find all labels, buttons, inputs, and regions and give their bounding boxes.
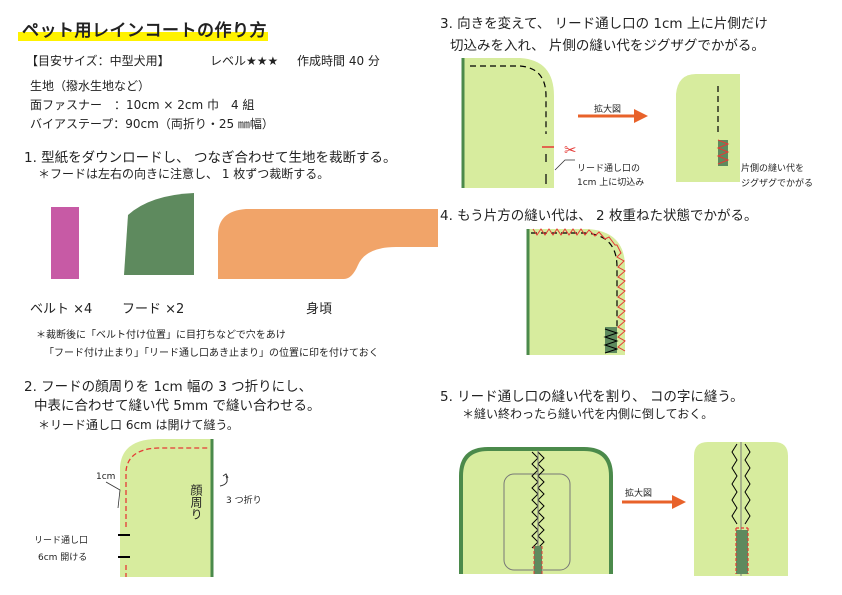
- label-fold: 3 つ折り: [226, 496, 262, 506]
- title-highlight: [18, 32, 268, 41]
- step3-heading-2: 切込みを入れ、 片側の縫い代をジグザグでかがる。: [450, 38, 765, 54]
- hood-face-figure: [118, 439, 214, 577]
- body-label: 身頃: [306, 302, 333, 317]
- step1-note2: ＊裁断後に「ベルト付け位置」に目打ちなどで穴をあけ: [36, 330, 286, 341]
- belt-piece: [51, 207, 79, 279]
- body-piece: [218, 209, 438, 279]
- step4-heading: 4. もう片方の縫い代は、 2 枚重ねた状態でかがる。: [440, 208, 758, 224]
- zigzag-label-1: 片側の縫い代を: [741, 164, 805, 174]
- label-face: 顔周り: [189, 484, 203, 520]
- label-1cm: 1cm: [96, 472, 116, 482]
- material-fabric: 生地（撥水生地など）: [30, 79, 151, 93]
- scissors-icon: ✂: [564, 141, 577, 159]
- zoom-label-step5: 拡大図: [625, 489, 653, 499]
- cut-leader: [554, 159, 575, 171]
- step1-note: ＊フードは左右の向きに注意し、 1 枚ずつ裁断する。: [38, 167, 330, 181]
- arrow-right-icon-2: [622, 495, 686, 509]
- page-title: ペット用レインコートの作り方: [22, 21, 267, 41]
- material-velcro: 面ファスナー ：10cm × 2cm 巾 4 組: [30, 98, 255, 112]
- curl-arrow-icon: [219, 473, 229, 487]
- zoom-label-step3: 拡大図: [594, 105, 622, 115]
- 1cm-leader: [105, 481, 121, 509]
- belt-label: ベルト ×4: [30, 302, 93, 317]
- step2-heading-1: 2. フードの顔周りを 1cm 幅の 3 つ折りにし、: [24, 379, 313, 395]
- hood-label: フード ×2: [122, 302, 185, 317]
- step5-zoom-figure: [694, 442, 788, 576]
- cut-label-2: 1cm 上に切込み: [577, 178, 645, 188]
- label-lead-opening: リード通し口: [34, 536, 89, 546]
- step5-heading: 5. リード通し口の縫い代を割り、 コの字に縫う。: [440, 389, 744, 405]
- step4-figure: [526, 228, 626, 355]
- step3-main-figure: [461, 58, 554, 188]
- level-label: レベル★★★: [210, 54, 279, 68]
- arrow-right-icon: [578, 109, 648, 123]
- step5-note: ＊縫い終わったら縫い代を内側に倒しておく。: [462, 407, 714, 421]
- step1-heading: 1. 型紙をダウンロードし、 つなぎ合わせて生地を裁断する。: [24, 150, 397, 166]
- step1-note3: 「フード付け止まり」「リード通し口あき止まり」の位置に印を付けておく: [44, 348, 379, 359]
- material-bias-tape: バイアステープ：90cm（両折り・25 ㎜幅）: [30, 117, 274, 131]
- step3-zoom-figure: [676, 74, 740, 182]
- hood-piece: [124, 193, 194, 275]
- cut-label-1: リード通し口の: [577, 164, 641, 174]
- time-label: 作成時間 40 分: [297, 54, 380, 68]
- step5-main-figure: [459, 447, 613, 574]
- step2-note: ＊リード通し口 6cm は開けて縫う。: [38, 418, 239, 432]
- step3-heading-1: 3. 向きを変えて、 リード通し口の 1cm 上に片側だけ: [440, 16, 768, 32]
- zigzag-label-2: ジグザグでかがる: [741, 179, 814, 189]
- size-label: 【目安サイズ：中型犬用】: [26, 54, 170, 68]
- label-lead-6cm: 6cm 開ける: [38, 553, 88, 563]
- step2-heading-2: 中表に合わせて縫い代 5mm で縫い合わせる。: [34, 398, 321, 414]
